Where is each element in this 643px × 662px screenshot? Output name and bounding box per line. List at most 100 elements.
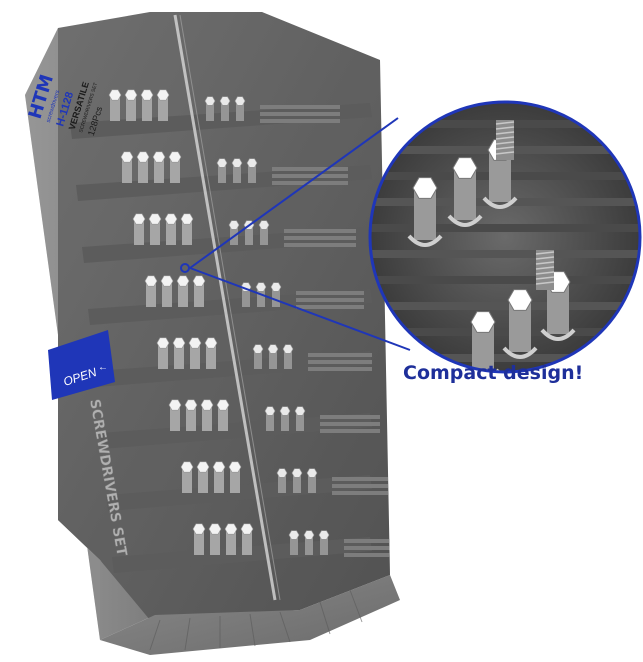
bit-shaft [170, 405, 180, 431]
bit-shaft [214, 467, 224, 493]
bit-shaft [242, 529, 252, 555]
bit-rod [284, 236, 356, 240]
zoom-threaded-bit [536, 250, 554, 290]
bit-rod [332, 477, 388, 481]
bit-shaft [248, 163, 256, 183]
bit-head [240, 523, 254, 535]
bit-rod [308, 367, 372, 371]
bit-shaft [242, 287, 250, 307]
bit-shaft [320, 535, 328, 555]
zoom-thread [495, 136, 515, 140]
zoom-thread [535, 281, 555, 285]
bit-shaft [202, 405, 212, 431]
bit-shaft [158, 95, 168, 121]
bit-head [252, 344, 264, 354]
bit-shaft [194, 529, 204, 555]
bit-shaft [296, 411, 304, 431]
bit-head [172, 337, 186, 349]
bit-shaft [221, 101, 229, 121]
bit-head [303, 530, 315, 540]
bit-head [276, 468, 288, 478]
bit-head [192, 523, 206, 535]
zoom-rod [370, 328, 640, 336]
bit-shaft [293, 473, 301, 493]
bit-rod [332, 491, 388, 495]
bit-shaft [269, 349, 277, 369]
bit-shaft [154, 157, 164, 183]
bit-head [108, 89, 122, 101]
bit-shaft [166, 219, 176, 245]
bit-head [144, 275, 158, 287]
bit-rod [296, 298, 364, 302]
bit-head [132, 213, 146, 225]
bit-head [216, 399, 230, 411]
bit-rod [272, 181, 348, 185]
bit-head [212, 461, 226, 473]
bit-head [216, 158, 228, 168]
zoom-thread [495, 131, 515, 135]
bit-shaft [110, 95, 120, 121]
bit-rod [272, 167, 348, 171]
bit-head [306, 468, 318, 478]
bit-rod [284, 229, 356, 233]
bit-head [160, 275, 174, 287]
bit-shaft [284, 349, 292, 369]
zoom-rod [370, 224, 640, 232]
bit-rod [320, 415, 380, 419]
zoom-thread [495, 121, 515, 125]
bit-rod [344, 546, 390, 550]
zoom-bit-shaft [509, 300, 531, 352]
bit-shaft [126, 95, 136, 121]
bit-head [228, 220, 240, 230]
bit-rod [320, 422, 380, 426]
zoom-thread [535, 251, 555, 255]
bit-head [270, 282, 282, 292]
zoom-rod [370, 302, 640, 310]
bit-rod [260, 105, 340, 109]
bit-head [196, 461, 210, 473]
zoom-thread [535, 266, 555, 270]
bit-head [208, 523, 222, 535]
zoom-thread [535, 276, 555, 280]
zoom-bit-shaft [454, 168, 476, 220]
zoom-bit-head [412, 177, 438, 199]
zoom-thread [535, 261, 555, 265]
bit-shaft [272, 287, 280, 307]
bit-head [204, 96, 216, 106]
bit-shaft [230, 225, 238, 245]
bit-shaft [260, 225, 268, 245]
bit-shaft [174, 343, 184, 369]
case-left-face [25, 28, 155, 640]
bit-shaft [290, 535, 298, 555]
bit-shaft [182, 219, 192, 245]
zoom-rod [370, 250, 640, 258]
zoom-thread [535, 256, 555, 260]
bit-shaft [134, 219, 144, 245]
bit-rod [284, 243, 356, 247]
zoom-clip [407, 234, 443, 247]
callout-focus-dot [180, 263, 190, 273]
zoom-rod [370, 276, 640, 284]
bit-shaft [194, 281, 204, 307]
bit-head [180, 461, 194, 473]
bit-head [148, 213, 162, 225]
bit-head [140, 89, 154, 101]
brand-label: HTM screwdrivers H-1128 VERSATILE SCREWD… [25, 72, 105, 137]
bit-head [200, 399, 214, 411]
bit-head [124, 89, 138, 101]
bit-head [228, 461, 242, 473]
bit-rod [296, 305, 364, 309]
bit-head [164, 213, 178, 225]
bit-head [192, 275, 206, 287]
bit-shaft [150, 219, 160, 245]
bit-shaft [218, 163, 226, 183]
bit-head [279, 406, 291, 416]
bit-shaft [142, 95, 152, 121]
bit-shaft [281, 411, 289, 431]
open-arrow-icon: ← [98, 362, 108, 373]
zoom-bit-shaft [547, 282, 569, 334]
zoom-clip [482, 196, 518, 209]
bit-rod [344, 553, 390, 557]
bit-rod [320, 429, 380, 433]
